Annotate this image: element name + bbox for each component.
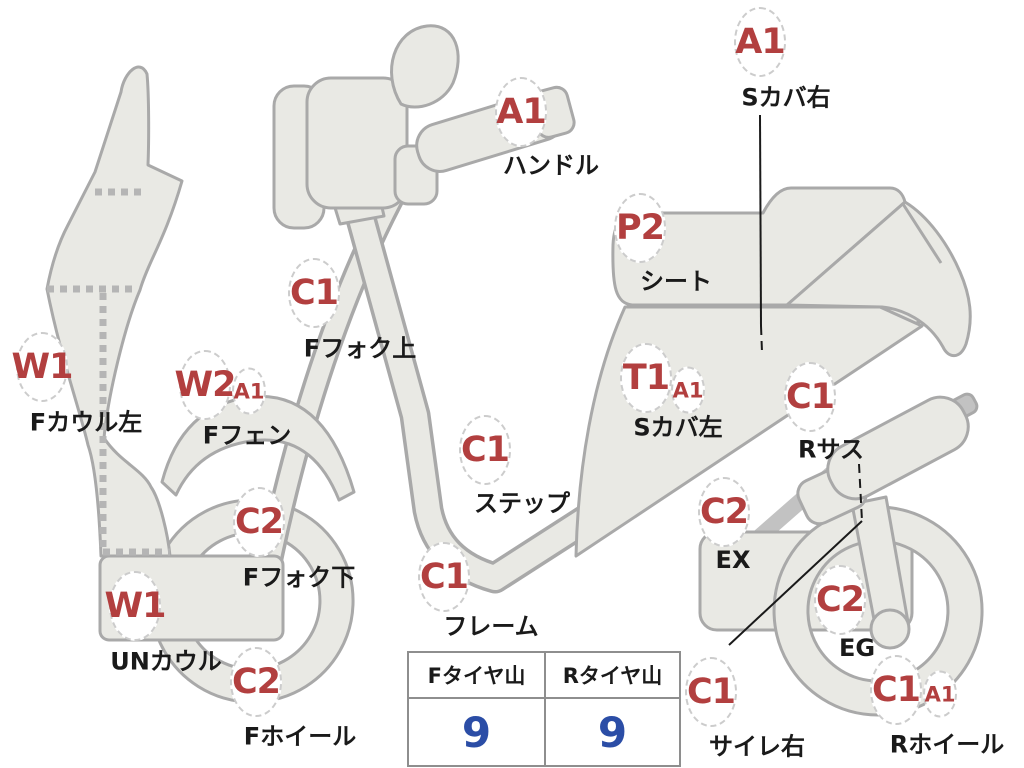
marker-badge-r-wheel: C1 — [870, 655, 922, 725]
marker-label-step: ステップ — [474, 489, 570, 518]
marker-label-r-sus: Rサス — [797, 435, 865, 464]
marker-label-r-wheel: Rホイール — [889, 730, 1005, 759]
marker-badge-f-cowl-left: W1 — [12, 332, 73, 402]
front-tire-tread-header: Fタイヤ山 — [427, 664, 526, 688]
pointer-line-2 — [858, 463, 863, 522]
muffler-shape — [826, 395, 970, 501]
marker-label-f-fork-lower: Fフォク下 — [242, 563, 356, 592]
marker-label-f-fork-upper: Fフォク上 — [303, 334, 417, 363]
tail-carrier-shape — [785, 200, 972, 358]
marker-label-f-fender: Fフェン — [202, 421, 292, 450]
marker-badge-ex: C2 — [698, 477, 750, 547]
pointer-line-0 — [759, 114, 762, 327]
pointer-line-3 — [728, 520, 863, 646]
marker-badge-f-fork-lower: C2 — [233, 487, 285, 557]
marker-label-ex: EX — [715, 546, 751, 574]
marker-badge-seat: P2 — [614, 193, 666, 263]
marker-badge-un-cowl: W1 — [105, 571, 166, 641]
marker-label-s-cover-right: Sカバ右 — [741, 83, 831, 112]
rear-tire-tread-header: Rタイヤ山 — [544, 653, 679, 697]
marker-badge-f-fork-upper: C1 — [288, 258, 340, 328]
tail-seam-line — [901, 203, 943, 264]
marker-badge-f-fender: W2 — [175, 350, 236, 420]
marker-label-silencer-right: サイレ右 — [709, 732, 805, 761]
marker-label-handle: ハンドル — [503, 151, 599, 180]
front-cowl-shape — [45, 65, 184, 558]
front-tire-tread-value: 9 — [409, 697, 544, 765]
pointer-line-1 — [760, 325, 763, 353]
marker-label-frame: フレーム — [443, 612, 539, 641]
mirror-shape — [390, 24, 460, 109]
marker-label-seat: シート — [640, 267, 712, 296]
marker-badge-small-f-fender: A1 — [232, 367, 266, 415]
tire-tread-table: Fタイヤ山 Rタイヤ山 9 9 — [407, 651, 681, 767]
handlebar-cover-main — [305, 76, 409, 210]
marker-badge-f-wheel: C2 — [230, 647, 282, 717]
marker-badge-small-s-cover-left: A1 — [671, 366, 705, 414]
marker-badge-frame: C1 — [418, 542, 470, 612]
marker-badge-s-cover-right: A1 — [734, 7, 786, 77]
marker-badge-r-sus: C1 — [784, 362, 836, 432]
marker-badge-small-r-wheel: A1 — [923, 670, 957, 718]
rear-hub — [869, 608, 911, 650]
marker-label-f-cowl-left: Fカウル左 — [29, 408, 143, 437]
marker-label-eg: EG — [838, 634, 876, 662]
marker-label-f-wheel: Fホイール — [243, 722, 357, 751]
marker-badge-step: C1 — [459, 415, 511, 485]
marker-badge-handle: A1 — [495, 77, 547, 147]
marker-label-s-cover-left: Sカバ左 — [633, 413, 723, 442]
marker-badge-eg: C2 — [814, 565, 866, 635]
marker-badge-s-cover-left: T1 — [620, 343, 672, 413]
marker-label-un-cowl: UNカウル — [110, 647, 222, 676]
cowl-damage-dotted-lines — [47, 188, 170, 556]
marker-badge-silencer-right: C1 — [685, 657, 737, 727]
rear-tire-tread-value: 9 — [544, 697, 679, 765]
